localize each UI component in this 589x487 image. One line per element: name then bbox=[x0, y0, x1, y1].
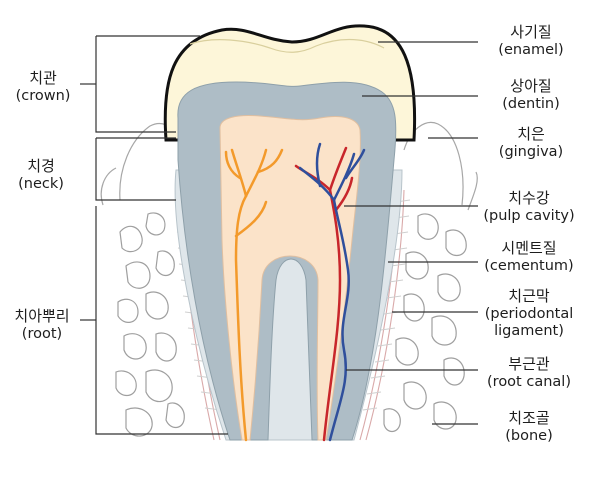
label-neck-en: (neck) bbox=[18, 175, 64, 192]
label-root-canal: 부근관 (root canal) bbox=[470, 355, 588, 391]
leader-lines bbox=[80, 35, 478, 435]
enamel-highlight bbox=[189, 38, 385, 53]
bone-left bbox=[115, 212, 185, 437]
label-cementum-en: (cementum) bbox=[484, 257, 574, 274]
label-enamel-en: (enamel) bbox=[498, 41, 564, 58]
label-root-ko: 치아뿌리 bbox=[14, 307, 70, 325]
label-enamel-ko: 사기질 bbox=[510, 23, 552, 41]
pulp-cavity bbox=[219, 115, 361, 441]
label-pulp-cavity: 치수강 (pulp cavity) bbox=[470, 189, 588, 225]
label-pulp-cavity-ko: 치수강 bbox=[508, 189, 550, 207]
label-periodontal-ko: 치근막 bbox=[508, 287, 550, 305]
label-pulp-cavity-en: (pulp cavity) bbox=[483, 207, 575, 224]
label-gingiva-ko: 치은 bbox=[517, 125, 545, 143]
label-periodontal-en: (periodontal bbox=[484, 305, 574, 322]
label-root-en: (root) bbox=[21, 325, 63, 342]
label-periodontal-en2: ligament) bbox=[494, 322, 564, 339]
label-neck-ko: 치경 bbox=[27, 157, 55, 175]
label-cementum-ko: 시멘트질 bbox=[501, 239, 557, 257]
label-crown-ko: 치관 bbox=[29, 69, 57, 87]
label-neck: 치경 (neck) bbox=[6, 157, 76, 193]
label-bone-ko: 치조골 bbox=[508, 409, 550, 427]
label-enamel: 사기질 (enamel) bbox=[476, 23, 586, 59]
label-dentin-en: (dentin) bbox=[502, 95, 560, 112]
label-gingiva: 치은 (gingiva) bbox=[476, 125, 586, 161]
label-gingiva-en: (gingiva) bbox=[498, 143, 564, 160]
label-periodontal-ligament: 치근막 (periodontal ligament) bbox=[470, 287, 588, 340]
label-dentin: 상아질 (dentin) bbox=[476, 77, 586, 113]
vein bbox=[298, 142, 366, 442]
nerve bbox=[224, 148, 284, 442]
label-root: 치아뿌리 (root) bbox=[4, 307, 80, 343]
label-root-canal-ko: 부근관 bbox=[508, 355, 550, 373]
label-bone: 치조골 (bone) bbox=[470, 409, 588, 445]
label-root-canal-en: (root canal) bbox=[487, 373, 571, 390]
label-cementum: 시멘트질 (cementum) bbox=[470, 239, 588, 275]
bone-right bbox=[383, 213, 467, 433]
label-crown: 치관 (crown) bbox=[8, 69, 78, 105]
label-dentin-ko: 상아질 bbox=[510, 77, 552, 95]
label-crown-en: (crown) bbox=[15, 87, 71, 104]
label-bone-en: (bone) bbox=[505, 427, 553, 444]
